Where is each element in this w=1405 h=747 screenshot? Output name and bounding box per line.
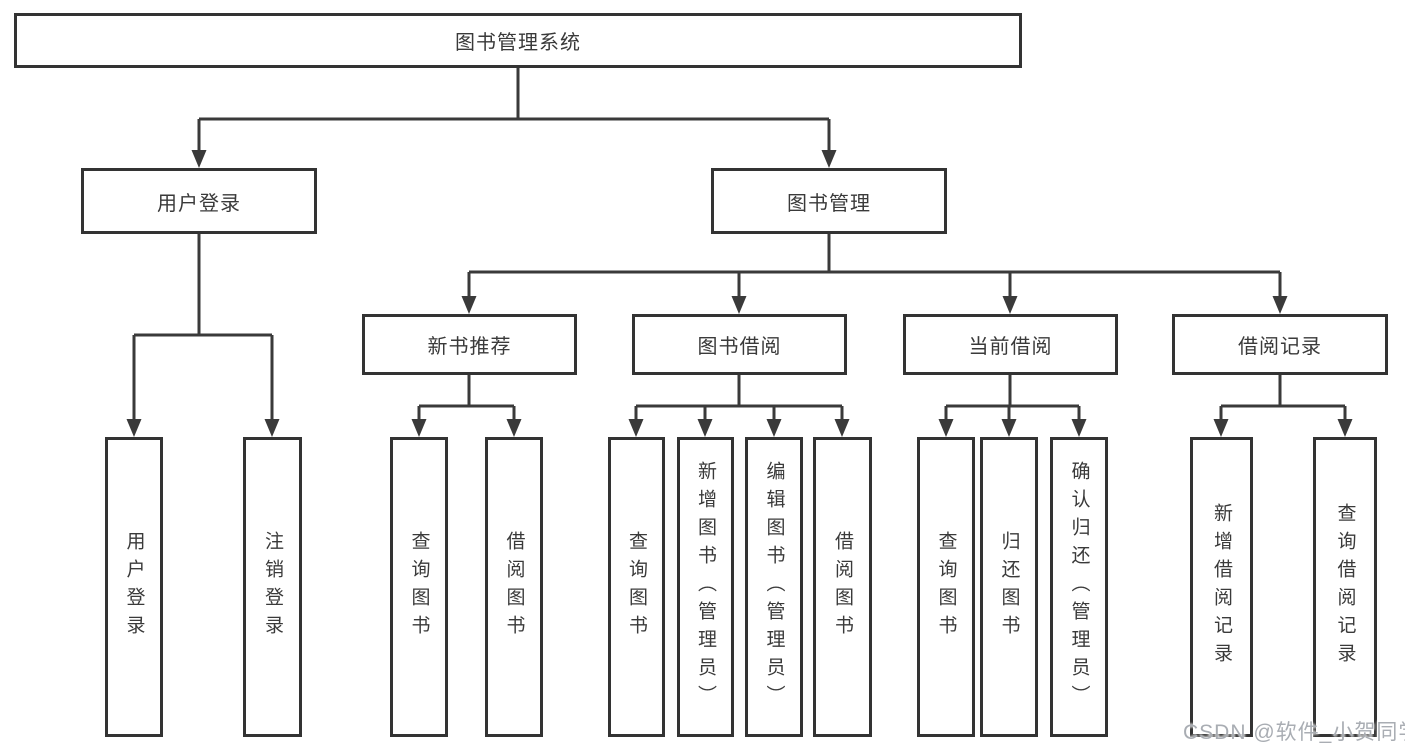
- leaf-query-books-recommend-label: 查询图书: [408, 531, 430, 643]
- node-root: 图书管理系统: [14, 13, 1022, 68]
- leaf-logout-label: 注销登录: [262, 531, 283, 643]
- node-user-login-label: 用户登录: [157, 192, 241, 215]
- leaf-borrow-books-recommend-label: 借阅图书: [503, 531, 525, 643]
- leaf-query-books-borrowing: 查询图书: [608, 437, 665, 737]
- leaf-confirm-return-admin-label: 确认归还（管理员）: [1068, 461, 1090, 713]
- node-borrowing-records: 借阅记录: [1172, 314, 1388, 375]
- leaf-query-books-borrowing-label: 查询图书: [626, 531, 647, 643]
- leaf-borrow-books-recommend: 借阅图书: [485, 437, 543, 737]
- leaf-query-borrow-record-label: 查询借阅记录: [1334, 503, 1356, 671]
- node-user-login: 用户登录: [81, 168, 317, 234]
- leaf-confirm-return-admin: 确认归还（管理员）: [1050, 437, 1108, 737]
- node-root-label: 图书管理系统: [455, 32, 581, 54]
- connector-strokes: [132, 68, 1347, 421]
- leaf-return-books-label: 归还图书: [998, 531, 1020, 643]
- node-current-borrowing-label: 当前借阅: [968, 336, 1053, 358]
- csdn-watermark: CSDN @软件_小贺同学: [1183, 721, 1405, 744]
- node-borrowing-records-label: 借阅记录: [1238, 336, 1322, 358]
- leaf-edit-books-admin: 编辑图书（管理员）: [745, 437, 803, 737]
- leaf-borrow-books-borrowing-label: 借阅图书: [832, 531, 853, 643]
- leaf-user-login-label: 用户登录: [123, 531, 145, 643]
- leaf-return-books: 归还图书: [980, 437, 1038, 737]
- leaf-add-borrow-record-label: 新增借阅记录: [1211, 503, 1232, 671]
- node-new-book-recommend-label: 新书推荐: [427, 336, 512, 358]
- leaf-query-books-recommend: 查询图书: [390, 437, 448, 737]
- node-current-borrowing: 当前借阅: [903, 314, 1118, 375]
- node-new-book-recommend: 新书推荐: [362, 314, 577, 375]
- node-book-management-label: 图书管理: [787, 192, 871, 215]
- node-book-borrowing: 图书借阅: [632, 314, 847, 375]
- leaf-edit-books-admin-label: 编辑图书（管理员）: [763, 461, 785, 713]
- leaf-borrow-books-borrowing: 借阅图书: [813, 437, 872, 737]
- leaf-user-login: 用户登录: [105, 437, 163, 737]
- leaf-query-books-current: 查询图书: [917, 437, 975, 737]
- leaf-add-books-admin-label: 新增图书（管理员）: [695, 461, 716, 713]
- node-book-management: 图书管理: [711, 168, 947, 234]
- leaf-query-borrow-record: 查询借阅记录: [1313, 437, 1377, 737]
- node-book-borrowing-label: 图书借阅: [697, 336, 782, 358]
- leaf-add-books-admin: 新增图书（管理员）: [677, 437, 734, 737]
- arrowheads: [126, 150, 1353, 437]
- leaf-add-borrow-record: 新增借阅记录: [1190, 437, 1253, 737]
- leaf-query-books-current-label: 查询图书: [935, 531, 957, 643]
- leaf-logout: 注销登录: [243, 437, 302, 737]
